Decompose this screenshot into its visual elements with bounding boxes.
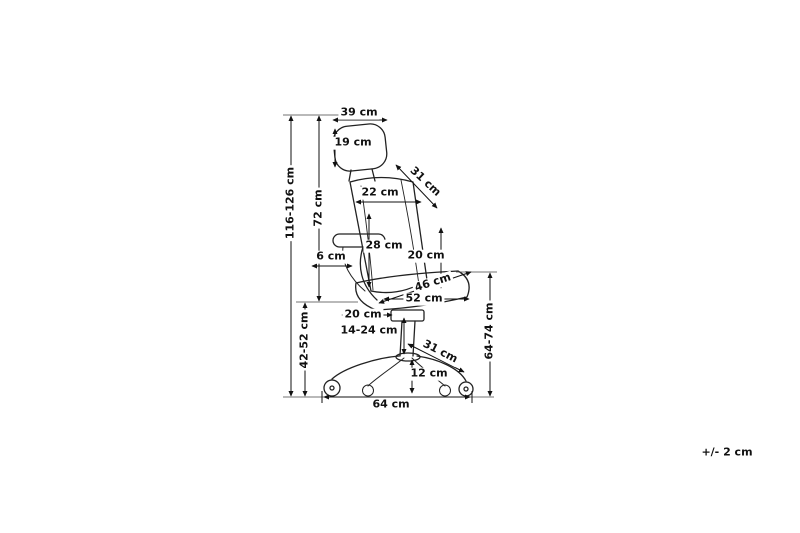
dim-label-backrest-to-seat: 20 cm xyxy=(405,248,447,263)
dim-label-headrest-height: 19 cm xyxy=(332,135,374,150)
dim-label-armrest-height: 64-74 cm xyxy=(482,300,497,362)
dim-label-seat-front: 20 cm xyxy=(342,307,384,322)
armrest-support-rear xyxy=(359,246,378,301)
base-hub xyxy=(395,352,421,362)
dim-label-gas-lift: 14-24 cm xyxy=(338,323,400,338)
dim-label-caster-height: 12 cm xyxy=(408,366,450,381)
dim-label-backrest-width: 22 cm xyxy=(359,185,401,200)
tolerance-note: +/- 2 cm xyxy=(701,445,753,459)
base-leg-front-left xyxy=(367,357,405,387)
caster-front-right xyxy=(439,384,451,397)
caster-right xyxy=(458,381,474,397)
base-leg-left xyxy=(331,355,400,380)
dim-line-backrest-diagonal xyxy=(395,164,438,209)
backrest-contour-right xyxy=(400,179,420,286)
headrest-stem xyxy=(348,168,376,182)
dim-label-seat-width: 52 cm xyxy=(403,291,445,306)
dim-label-back-height: 72 cm xyxy=(311,187,326,229)
dim-label-backrest-height: 28 cm xyxy=(363,238,405,253)
dim-label-seat-height: 42-52 cm xyxy=(297,309,312,371)
gas-lift xyxy=(399,320,416,357)
caster-front-left xyxy=(362,384,374,397)
caster-left-hub xyxy=(329,385,335,391)
dim-label-armrest-pad: 6 cm xyxy=(314,249,348,264)
dim-label-base-width: 64 cm xyxy=(370,397,412,412)
caster-right-hub xyxy=(463,386,469,392)
seat-mechanism xyxy=(390,309,425,322)
caster-left xyxy=(323,379,341,397)
dim-line-base-leg xyxy=(407,343,465,373)
dim-label-total-height: 116-126 cm xyxy=(283,164,298,242)
dim-label-headrest-width: 39 cm xyxy=(338,105,380,120)
